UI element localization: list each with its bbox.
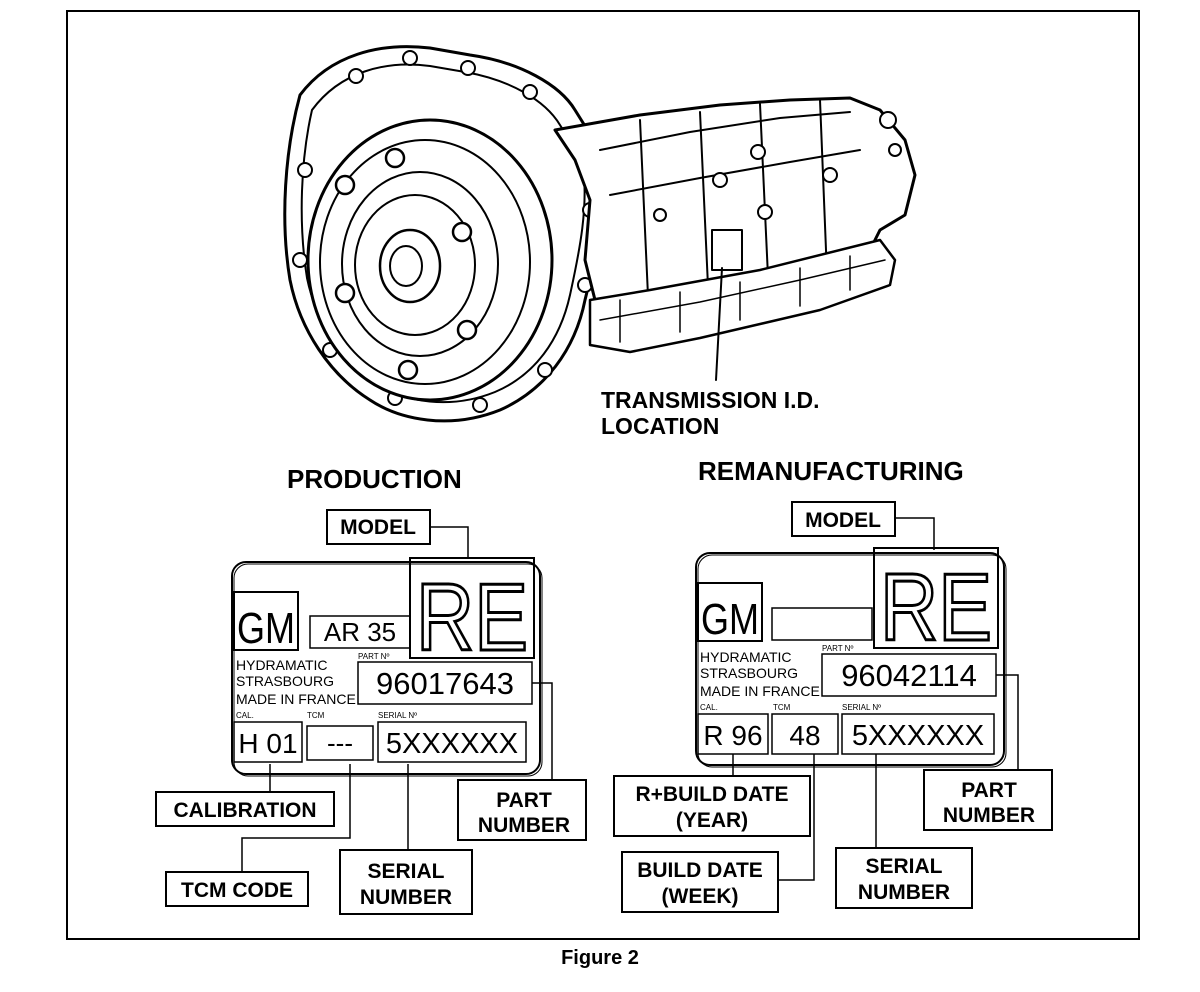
remanufacturing-build-year-callout-box [613,775,811,837]
production-section: PRODUCTION MODEL GM AR 35 RE HYDRAMATIC … [155,464,587,915]
production-tcm-code-callout-box [165,871,309,907]
production-plate-part-number: 96017643 [376,666,514,701]
production-part-callout-line2: NUMBER [478,814,570,837]
production-plate-part-caption: PART Nº [358,652,389,661]
production-model-label: MODEL [340,516,416,539]
production-plate-cal-value: H 01 [238,728,297,759]
remanufacturing-section: REMANUFACTURING MODEL GM RE HYDRAMATIC S… [613,456,1053,913]
remanufacturing-part-callout-line2: NUMBER [943,804,1035,827]
remanufacturing-plate-part-number: 96042114 [841,658,977,693]
oil-pan [588,238,897,354]
transmission-id-label-line1: TRANSMISSION I.D. [601,387,820,413]
production-serial-callout-line1: SERIAL [367,860,444,883]
remanufacturing-build-week-callout-line2: (WEEK) [662,885,739,908]
production-calibration-callout: CALIBRATION [173,799,316,822]
production-plate-serial-value: 5XXXXXX [386,728,518,760]
production-tcm-code-callout: TCM CODE [181,879,293,902]
remanufacturing-part-callout-line1: PART [961,779,1017,802]
remanufacturing-serial-callout-box [835,847,973,909]
figure-frame [66,10,1140,940]
production-calibration-callout-box [155,791,335,827]
production-id-plate [231,561,541,775]
transmission-illustration [283,45,917,423]
id-plate-location [711,229,743,271]
remanufacturing-part-callout-box [923,769,1053,831]
remanufacturing-plate-cal-value: R 96 [703,720,762,751]
production-plate-serial-caption: SERIAL Nº [378,711,417,720]
remanufacturing-serial-callout-line1: SERIAL [865,855,942,878]
production-plate-maker-line2: STRASBOURG [236,673,334,689]
remanufacturing-build-week-callout-box [621,851,779,913]
remanufacturing-build-year-callout-line2: (YEAR) [676,809,748,832]
remanufacturing-plate-maker-line3: MADE IN FRANCE [700,683,820,699]
remanufacturing-plate-model-letters: RE [880,554,992,661]
remanufacturing-plate-tcm-caption: TCM [773,703,791,712]
production-plate-model-code: AR 35 [324,617,396,647]
remanufacturing-build-week-callout-line1: BUILD DATE [637,859,763,882]
remanufacturing-plate-part-caption: PART Nº [822,644,853,653]
production-plate-tcm-caption: TCM [307,711,325,720]
remanufacturing-id-plate [695,552,1005,766]
production-serial-callout-line2: NUMBER [360,886,452,909]
remanufacturing-serial-callout-line2: NUMBER [858,881,950,904]
production-plate-cal-caption: CAL. [236,711,254,720]
production-plate-maker-line1: HYDRAMATIC [236,657,328,673]
production-plate-model-letters: RE [416,564,528,671]
production-serial-callout-box [339,849,473,915]
production-part-callout-line1: PART [496,789,552,812]
transmission-id-label-line2: LOCATION [601,413,719,439]
production-plate-maker-line3: MADE IN FRANCE [236,691,356,707]
production-plate-tcm-value: --- [327,728,353,758]
remanufacturing-plate-serial-value: 5XXXXXX [852,720,984,752]
production-part-callout-box [457,779,587,841]
remanufacturing-model-label: MODEL [805,509,881,532]
figure-caption: Figure 2 [561,947,639,969]
remanufacturing-plate-maker-line2: STRASBOURG [700,665,798,681]
remanufacturing-plate-maker-line1: HYDRAMATIC [700,649,792,665]
production-heading: PRODUCTION [287,464,462,494]
remanufacturing-plate-cal-caption: CAL. [700,703,718,712]
remanufacturing-plate-serial-caption: SERIAL Nº [842,703,881,712]
remanufacturing-build-year-callout-line1: R+BUILD DATE [635,783,788,806]
remanufacturing-plate-tcm-value: 48 [789,720,820,751]
remanufacturing-heading: REMANUFACTURING [698,456,964,486]
remanufacturing-plate-brand: GM [701,595,759,644]
remanufacturing-model-label-box [791,501,896,537]
production-plate-brand: GM [237,604,295,653]
